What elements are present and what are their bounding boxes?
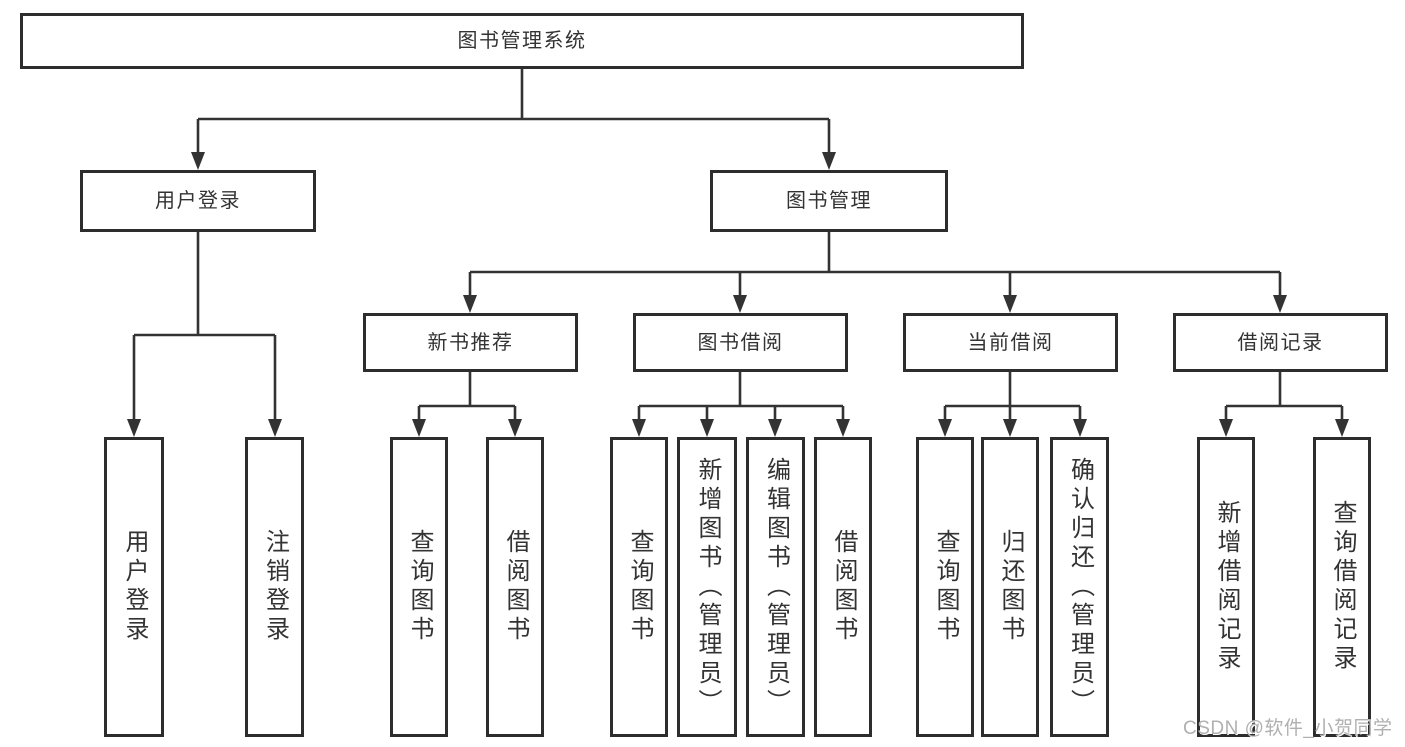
node-book-borrow: 图书借阅 <box>633 313 848 372</box>
leaf-logout-login: 注销登录 <box>245 437 304 737</box>
leaf-query-books-borrow: 查询图书 <box>610 437 668 737</box>
leaf-user-login: 用户登录 <box>104 437 164 737</box>
arrowheads <box>127 152 1349 437</box>
node-label: 用户登录 <box>121 529 148 645</box>
node-label: 图书管理 <box>786 190 872 212</box>
node-label: 借阅图书 <box>830 529 857 645</box>
node-label: 图书管理系统 <box>457 30 587 52</box>
node-borrow-records: 借阅记录 <box>1173 313 1388 372</box>
leaf-query-books-current: 查询图书 <box>916 437 974 737</box>
node-user-login: 用户登录 <box>80 170 316 232</box>
node-label: 注销登录 <box>261 529 289 645</box>
node-label: 借阅记录 <box>1237 331 1324 354</box>
leaf-edit-book-admin: 编辑图书（管理员） <box>746 437 805 737</box>
node-label: 图书借阅 <box>697 331 784 354</box>
node-label: 用户登录 <box>155 190 241 212</box>
node-label: 新增借阅记录 <box>1213 500 1240 674</box>
node-label: 查询图书 <box>626 529 653 645</box>
leaf-query-books-recommend: 查询图书 <box>390 437 448 737</box>
node-library-management-system: 图书管理系统 <box>20 13 1024 69</box>
node-label: 新书推荐 <box>427 331 514 354</box>
leaf-add-book-admin: 新增图书（管理员） <box>677 437 737 737</box>
node-label: 当前借阅 <box>967 331 1054 354</box>
leaf-confirm-return-admin: 确认归还（管理员） <box>1050 437 1109 737</box>
node-label: 新增图书（管理员） <box>694 456 721 718</box>
leaf-borrow-books: 借阅图书 <box>814 437 872 737</box>
leaf-borrow-books-recommend: 借阅图书 <box>486 437 544 737</box>
leaf-add-borrow-record: 新增借阅记录 <box>1197 437 1255 737</box>
leaf-return-books: 归还图书 <box>981 437 1039 737</box>
node-label: 归还图书 <box>997 529 1024 645</box>
watermark: CSDN @软件_小贺同学 <box>1183 718 1393 739</box>
node-label: 查询图书 <box>932 529 959 645</box>
node-new-book-recommend: 新书推荐 <box>363 313 578 372</box>
node-label: 查询图书 <box>406 529 433 645</box>
node-current-borrow: 当前借阅 <box>903 313 1118 372</box>
leaf-query-borrow-record: 查询借阅记录 <box>1313 437 1371 737</box>
node-label: 编辑图书（管理员） <box>762 456 790 718</box>
node-label: 确认归还（管理员） <box>1066 456 1094 718</box>
node-book-management: 图书管理 <box>710 170 948 232</box>
node-label: 借阅图书 <box>502 529 529 645</box>
node-label: 查询借阅记录 <box>1329 500 1356 674</box>
